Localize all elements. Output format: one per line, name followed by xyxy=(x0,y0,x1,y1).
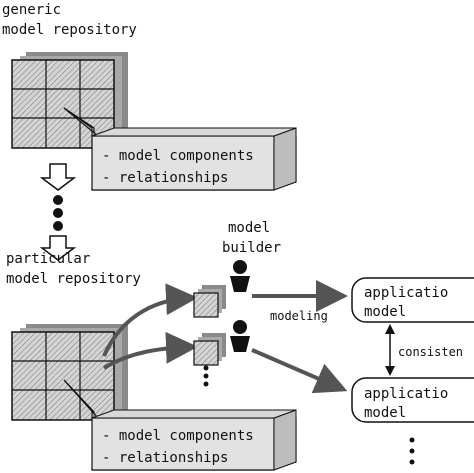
modeling-label: modeling xyxy=(270,309,328,323)
particular-callout-line1: - model components xyxy=(102,428,254,444)
person-icon xyxy=(230,260,250,292)
particular-repo-callout xyxy=(63,379,297,471)
person-icon xyxy=(230,320,250,352)
generic-repo-title-line2: model repository xyxy=(2,22,137,38)
particular-repo-title-line1: particular xyxy=(6,251,90,267)
component-stack-top xyxy=(193,285,226,318)
particular-repo-grid xyxy=(11,324,128,421)
application-model-top xyxy=(351,277,474,323)
generic-repo-grid xyxy=(11,52,128,149)
app-model-top-line2: model xyxy=(364,304,406,320)
curved-arrow xyxy=(102,331,198,370)
down-arrow-icon xyxy=(39,235,77,261)
consistency-label: consisten xyxy=(398,345,463,359)
app-model-top-line1: applicatio xyxy=(364,285,448,301)
generic-callout-line1: - model components xyxy=(102,148,254,164)
ellipsis-dots-small xyxy=(203,365,209,387)
generic-repo-callout xyxy=(63,107,297,191)
down-arrow-icon xyxy=(39,163,77,191)
modeling-arrow-2 xyxy=(251,348,348,394)
ellipsis-dots-bottom xyxy=(409,437,415,465)
application-model-bottom xyxy=(351,377,474,423)
generic-callout-line2: - relationships xyxy=(102,170,228,186)
app-model-bottom-line1: applicatio xyxy=(364,386,448,402)
model-builder-line1: model xyxy=(228,220,270,236)
particular-callout-line2: - relationships xyxy=(102,450,228,466)
app-model-bottom-line2: model xyxy=(364,405,406,421)
component-stack-bottom xyxy=(193,333,226,366)
generic-repo-title-line1: generic xyxy=(2,2,61,18)
ellipsis-dots xyxy=(53,195,63,231)
consistency-arrow xyxy=(385,324,395,376)
curved-arrow xyxy=(102,283,198,357)
particular-repo-title-line2: model repository xyxy=(6,271,141,287)
model-builder-line2: builder xyxy=(222,240,281,256)
